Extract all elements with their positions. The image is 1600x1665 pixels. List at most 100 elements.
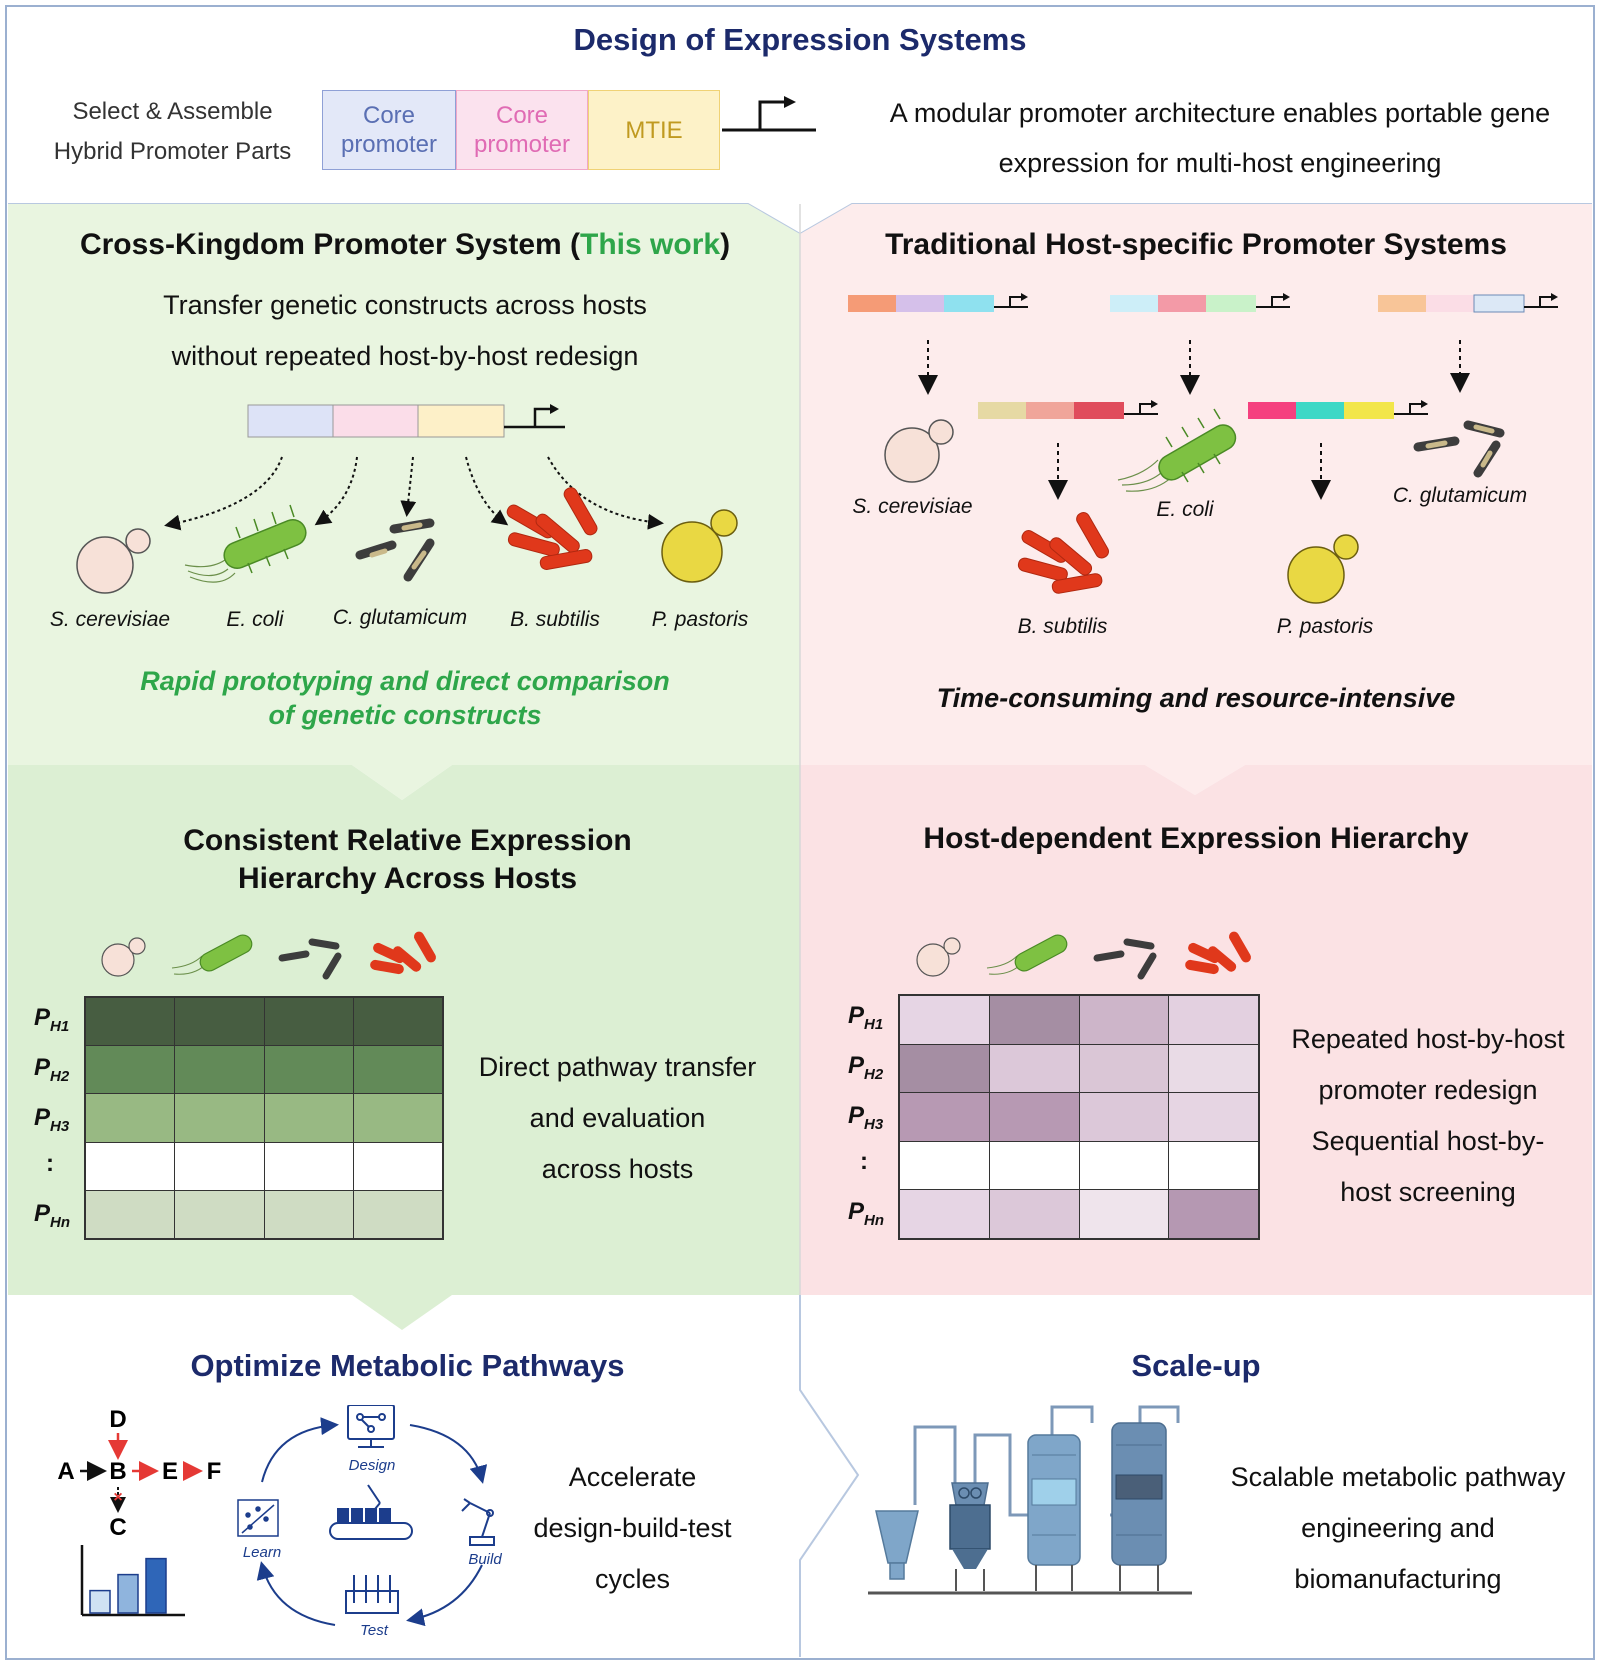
host-heat-cell [899, 1043, 990, 1094]
host-dependent-description: Repeated host-by-host promoter redesign … [1268, 1014, 1588, 1218]
consistent-row-label-2: PH2 [34, 1054, 70, 1085]
consistent-heat-row [84, 1093, 444, 1143]
consistent-heat-cell [84, 1045, 176, 1095]
svg-text:×: × [113, 1489, 122, 1506]
host-heat-cell [988, 1092, 1080, 1142]
mtie-part: MTIE [588, 90, 720, 170]
traditional-title: Traditional Host-specific Promoter Syste… [885, 228, 1507, 261]
consistent-heat-cell [84, 1093, 176, 1143]
consistent-heat-cell [263, 1045, 354, 1095]
host-heat-cell [1168, 1043, 1259, 1094]
optimize-title: Optimize Metabolic Pathways [190, 1348, 625, 1383]
conveyor-robot-icon [329, 1484, 413, 1540]
ck-label-p-pastoris: P. pastoris [651, 608, 749, 631]
scaleup-desc-line2: engineering and [1301, 1513, 1495, 1543]
cycle-design-label: Design [349, 1457, 396, 1474]
host-heat-row [899, 1189, 1259, 1239]
scaleup-title: Scale-up [1131, 1348, 1261, 1383]
consistent-row-label-5: PHn [34, 1200, 71, 1231]
hd-yeast-icon [916, 937, 961, 977]
hd-row-label-2: PH2 [848, 1052, 884, 1083]
host-heat-cell [1168, 1189, 1259, 1239]
pathway-node-b: B [109, 1458, 126, 1485]
host-heat-cell [1168, 995, 1259, 1045]
s-cerevisiae-icon [76, 528, 151, 594]
host-heat-cell [899, 1092, 990, 1142]
header-description: A modular promoter architecture enables … [855, 88, 1585, 188]
host-heat-cell [899, 995, 990, 1045]
hd-ecoli-icon [986, 934, 1068, 975]
host-cglut-icon [278, 938, 342, 980]
pathway-node-c: C [109, 1514, 126, 1541]
host-heat-cell [899, 1140, 990, 1191]
consistent-heat-cell [263, 1093, 354, 1143]
header-desc-line1: A modular promoter architecture enables … [889, 98, 1551, 128]
optimize-bar [145, 1557, 167, 1614]
ck-label-b-subtilis: B. subtilis [510, 608, 600, 631]
select-line-2: Hybrid Promoter Parts [53, 138, 292, 165]
consistent-row-label-3: PH3 [34, 1104, 70, 1135]
consistent-heat-cell [174, 1045, 265, 1095]
c-glutamicum-icon [355, 518, 435, 582]
scaleup-desc-line1: Scalable metabolic pathway [1230, 1462, 1566, 1492]
host-heat-cell [1078, 995, 1170, 1045]
host-heat-cell [1078, 1189, 1170, 1239]
test-tubes-icon [345, 1575, 399, 1614]
optimize-desc-line1: Accelerate [568, 1462, 697, 1492]
construct-2 [1110, 293, 1290, 312]
scaleup-desc-line3: biomanufacturing [1294, 1564, 1502, 1594]
host-heat-row [899, 1043, 1259, 1094]
host-heat-cell [1078, 1140, 1170, 1191]
consistent-heat-cell [174, 1189, 265, 1240]
hd-desc-line2: promoter redesign [1318, 1075, 1538, 1105]
consistent-heat-row [84, 1141, 444, 1191]
consistent-heat-cell [352, 996, 444, 1047]
consistent-heat-row [84, 996, 444, 1047]
ck-label-c-glutamicum: C. glutamicum [332, 606, 468, 629]
optimize-bar [89, 1589, 111, 1614]
consistent-row-label-4: : [46, 1150, 54, 1177]
consistent-heat-cell [174, 1141, 265, 1191]
hd-bsub-icon [1185, 931, 1251, 975]
bioreactor-facility-icon [868, 1405, 1192, 1595]
ck-title-end: ) [720, 228, 731, 261]
promoter-arrow-icon [722, 96, 816, 132]
construct-5 [1248, 400, 1428, 419]
ck-desc-line2: without repeated host-by-host redesign [171, 341, 639, 371]
host-ecoli-icon [171, 934, 253, 975]
cycle-build-label: Build [468, 1551, 502, 1568]
hd-row-label-1: PH1 [848, 1002, 884, 1033]
host-dependent-host-icons [916, 931, 1251, 980]
ck-title-main: Cross-Kingdom Promoter System ( [79, 228, 581, 261]
consistent-title-line2: Hierarchy Across Hosts [237, 862, 578, 895]
ck-label-e-coli: E. coli [226, 608, 284, 631]
trad-s-cerevisiae-icon [884, 419, 954, 483]
optimize-bar-chart [89, 1557, 167, 1614]
select-assemble-label: Select & Assemble Hybrid Promoter Parts [30, 92, 315, 172]
p-pastoris-icon [661, 509, 738, 583]
tr-label-s-cerevisiae: S. cerevisiae [852, 495, 973, 518]
consistent-heat-cell [263, 1189, 354, 1240]
host-heat-cell [899, 1189, 990, 1239]
host-heat-cell [1078, 1092, 1170, 1142]
tr-label-c-glutamicum: C. glutamicum [1392, 484, 1528, 507]
optimize-desc-line3: cycles [594, 1564, 670, 1594]
cross-kingdom-diagram [76, 404, 738, 594]
consistent-heatmap [84, 996, 444, 1240]
optimize-description: Accelerate design-build-test cycles [510, 1452, 755, 1605]
consistent-heat-cell [84, 996, 176, 1047]
consistent-row-label-1: PH1 [34, 1004, 70, 1035]
traditional-tagline: Time-consuming and resource-intensive [936, 683, 1456, 713]
tr-label-p-pastoris: P. pastoris [1276, 615, 1374, 638]
b-subtilis-icon [506, 487, 598, 570]
traditional-diagram [848, 293, 1558, 604]
trad-e-coli-icon [1117, 408, 1237, 492]
host-heat-cell [1168, 1140, 1259, 1191]
consistent-heat-cell [174, 1093, 265, 1143]
consistent-heat-cell [352, 1189, 444, 1240]
part2-line1: Core [495, 102, 549, 129]
ck-title-highlight: This work [580, 228, 721, 261]
consistent-heat-cell [84, 1141, 176, 1191]
trad-b-subtilis-icon [1017, 512, 1109, 594]
host-dependent-title: Host-dependent Expression Hierarchy [923, 822, 1469, 855]
